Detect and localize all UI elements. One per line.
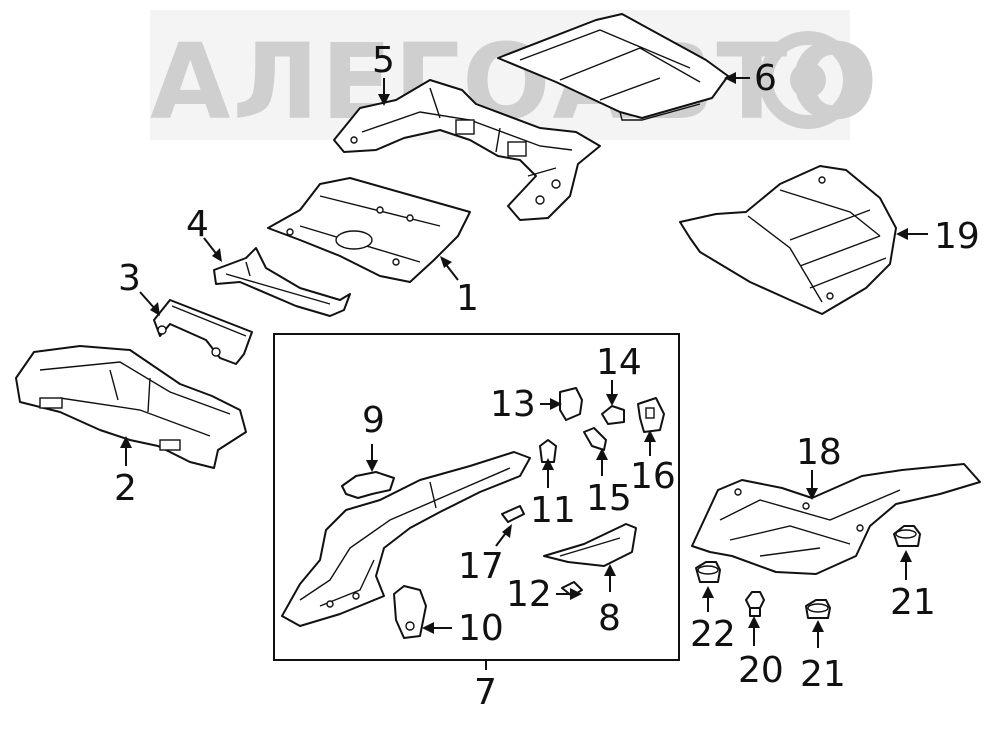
callout-1: 1 <box>456 278 479 319</box>
callout-3: 3 <box>118 258 141 299</box>
part-19-undercover <box>679 165 897 315</box>
part-5-rear-crossmember <box>333 79 601 221</box>
part-17-bracket <box>501 505 525 523</box>
clip-22 <box>695 561 721 583</box>
clip-21-lower <box>805 599 831 619</box>
callout-12: 12 <box>506 574 552 615</box>
callout-6: 6 <box>754 58 777 99</box>
group-7-frame <box>273 333 680 661</box>
part-18-rear-undercover <box>691 463 981 575</box>
callout-5: 5 <box>372 40 395 81</box>
callout-20: 20 <box>738 650 784 691</box>
clip-21-right <box>893 525 921 547</box>
callout-16: 16 <box>630 456 676 497</box>
leaders <box>120 72 928 670</box>
part-1-floor-panel <box>267 177 471 283</box>
part-16-bracket <box>637 397 665 433</box>
part-9-bracket <box>341 471 395 499</box>
callout-9: 9 <box>362 400 385 441</box>
callout-4: 4 <box>186 204 209 245</box>
callout-19: 19 <box>934 216 980 257</box>
part-8-plate <box>543 523 637 567</box>
callout-14: 14 <box>596 342 642 383</box>
part-14-bracket <box>601 405 625 425</box>
callout-7: 7 <box>474 672 497 713</box>
part-15-bracket <box>583 427 607 451</box>
callout-15: 15 <box>586 478 632 519</box>
part-4-bracket-bar <box>213 247 351 317</box>
part-6-rear-floor-pan <box>497 13 729 121</box>
callout-21-right: 21 <box>890 582 936 623</box>
callout-labels: 1 2 3 4 5 6 7 8 9 10 11 12 13 14 15 16 1… <box>114 40 980 713</box>
callout-21-lower: 21 <box>800 654 846 695</box>
part-11-bracket <box>539 439 557 463</box>
part-2-floor-sill <box>15 345 247 469</box>
part-13-bracket <box>559 387 583 421</box>
part-3-bracket <box>153 299 253 365</box>
callout-18: 18 <box>796 432 842 473</box>
part-10-gusset <box>393 585 427 639</box>
part-rear-frame-rail <box>281 451 531 627</box>
callout-22: 22 <box>690 614 736 655</box>
callout-17: 17 <box>458 546 504 587</box>
callout-10: 10 <box>458 608 504 649</box>
callout-11: 11 <box>530 490 576 531</box>
clip-20 <box>745 591 765 617</box>
callout-2: 2 <box>114 468 137 509</box>
callout-13: 13 <box>490 384 536 425</box>
callout-8: 8 <box>598 598 621 639</box>
